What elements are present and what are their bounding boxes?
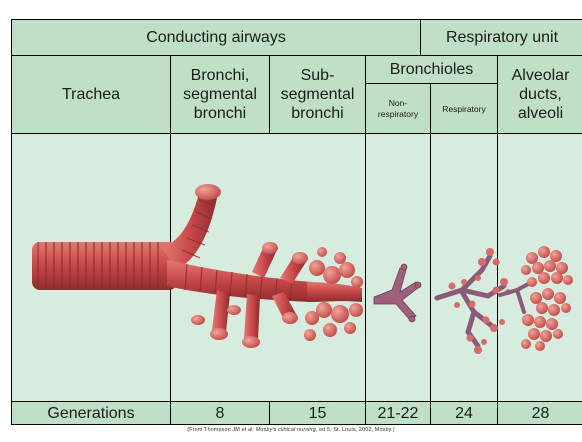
source-credit: (From Thompson JM et al: Mosby's clinica… xyxy=(0,427,582,433)
generation-non-respiratory: 21-22 xyxy=(366,401,431,425)
bronchi-illustration xyxy=(162,184,312,348)
generation-subsegmental: 15 xyxy=(270,401,366,425)
generation-bronchi: 8 xyxy=(171,401,270,425)
trachea-illustration xyxy=(32,242,177,290)
generations-label: Generations xyxy=(12,401,171,425)
subsegmental-illustration xyxy=(304,247,363,341)
non-respiratory-bronchiole-illustration xyxy=(374,264,421,322)
alveoli-illustration xyxy=(500,246,573,351)
airway-illustration xyxy=(12,20,582,401)
generation-respiratory: 24 xyxy=(431,401,498,425)
airway-diagram: Conducting airways Respiratory unit Trac… xyxy=(11,19,582,425)
respiratory-bronchiole-illustration xyxy=(437,248,511,354)
generation-alveolar: 28 xyxy=(498,401,582,425)
